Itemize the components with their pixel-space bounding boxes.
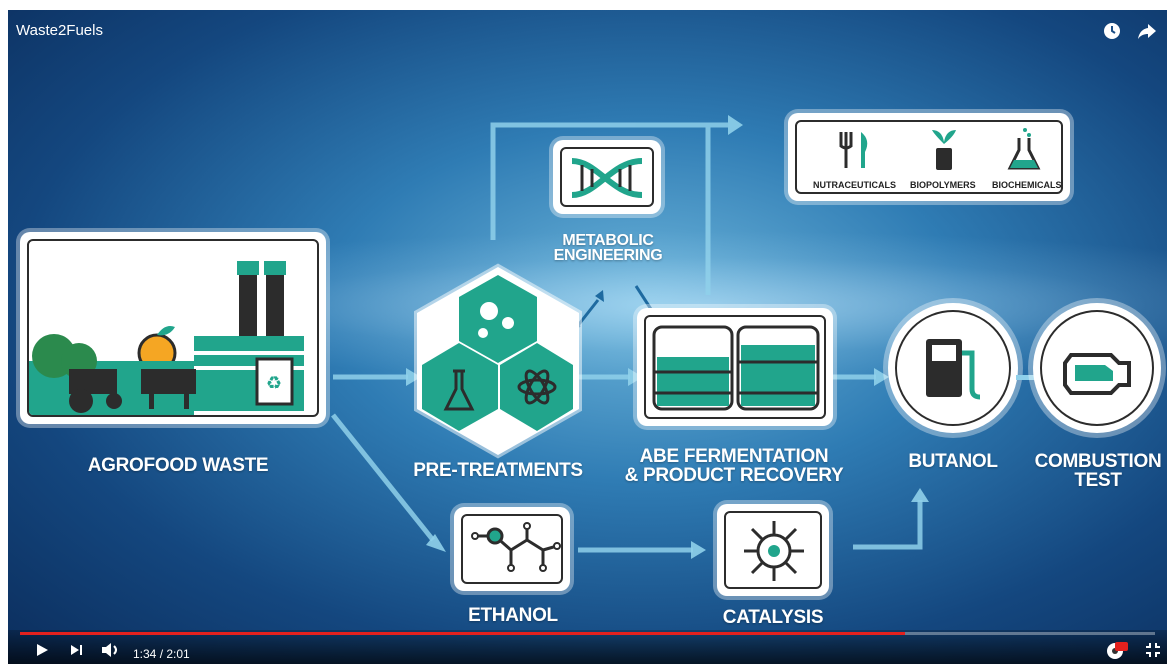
- svg-text:♻: ♻: [266, 373, 282, 393]
- top-icons: [1103, 22, 1157, 40]
- player-controls: 1:34 / 2:01: [8, 630, 1167, 664]
- progress-fill: [20, 632, 906, 635]
- butanol-circle: [888, 303, 1018, 433]
- video-title[interactable]: Waste2Fuels: [16, 22, 103, 39]
- catalysis-tile: [717, 504, 829, 596]
- flow-arrows: [331, 115, 929, 559]
- metabolic-label-1: METABOLIC: [562, 232, 654, 249]
- product-nutraceuticals: NUTRACEUTICALS: [813, 180, 896, 190]
- farm-factory-illustration: ♻: [29, 261, 304, 415]
- butanol-label: BUTANOL: [908, 451, 998, 472]
- plant-bottle-icon: [932, 130, 956, 170]
- metabolic-engineering-tile: [553, 140, 661, 214]
- catalyst-particle-icon: [744, 521, 804, 581]
- clock-icon[interactable]: [1103, 22, 1121, 40]
- molecule-icon: [471, 522, 561, 572]
- agrofood-waste-tile: ♻: [20, 232, 326, 424]
- butanol-combustion-connector: [1016, 375, 1038, 380]
- next-icon[interactable]: [68, 642, 84, 658]
- products-box: NUTRACEUTICALS BIOPOLYMERS BIOCHEMICALS: [788, 113, 1070, 201]
- time-display: 1:34 / 2:01: [133, 647, 190, 661]
- fuel-pump-icon: [926, 339, 981, 400]
- abe-fermentation-tile: [637, 308, 833, 426]
- share-icon[interactable]: [1137, 22, 1157, 40]
- product-biochemicals: BIOCHEMICALS: [992, 180, 1062, 190]
- product-biopolymers: BIOPOLYMERS: [910, 180, 976, 190]
- flask-icon: [1007, 128, 1041, 170]
- pretreatments-label: PRE-TREATMENTS: [413, 460, 583, 481]
- cutlery-icon: [839, 132, 868, 168]
- video-frame[interactable]: Waste2Fuels: [8, 10, 1167, 664]
- engine-icon: [1063, 353, 1131, 395]
- catalysis-label: CATALYSIS: [722, 607, 824, 628]
- hd-settings-icon[interactable]: [1105, 640, 1129, 660]
- combustion-circle: [1033, 303, 1161, 433]
- combustion-label-2: TEST: [1074, 470, 1122, 491]
- fermentation-tanks-icon: [652, 325, 820, 411]
- agrofood-waste-label: AGROFOOD WASTE: [87, 455, 269, 476]
- metabolic-label-2: ENGINEERING: [553, 247, 663, 264]
- abe-label-2: & PRODUCT RECOVERY: [624, 465, 844, 486]
- volume-icon[interactable]: [100, 642, 122, 658]
- dna-icon: [571, 158, 643, 198]
- pretreatments-hexagon: [414, 263, 582, 459]
- ethanol-tile: [454, 507, 570, 591]
- combustion-label-1: COMBUSTION: [1034, 451, 1162, 472]
- exit-fullscreen-icon[interactable]: [1145, 642, 1161, 658]
- play-icon[interactable]: [34, 642, 50, 658]
- ethanol-label: ETHANOL: [468, 605, 558, 626]
- progress-bar[interactable]: [20, 632, 1155, 635]
- abe-label-1: ABE FERMENTATION: [639, 446, 829, 467]
